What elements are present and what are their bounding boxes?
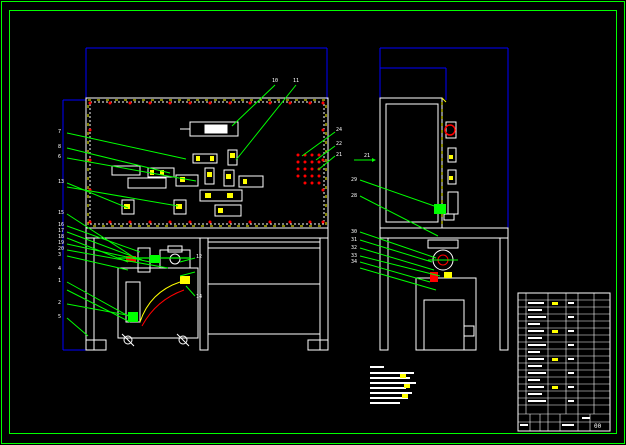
front-callout-left-1: 7 (58, 129, 61, 135)
front-callout-top-2: 11 (293, 78, 299, 84)
front-callout-right-4: 12 (196, 254, 202, 260)
front-callout-right-2: 22 (336, 141, 342, 147)
front-callout-left-7: 17 (58, 228, 64, 234)
front-callout-left-14: 2 (58, 300, 61, 306)
front-callout-left-6: 16 (58, 222, 64, 228)
side-leader-lines (359, 179, 441, 291)
panel-bolt-markers (88, 101, 325, 224)
side-callout-left-5: 32 (351, 245, 357, 251)
front-callout-left-10: 20 (58, 246, 64, 252)
side-view: 29 28 30 31 32 33 34 21 (351, 47, 509, 351)
front-callout-left-12: 4 (58, 266, 61, 272)
front-leader-lines (66, 84, 336, 337)
title-block: 00 (517, 292, 611, 432)
front-callout-right-5: 14 (196, 294, 202, 300)
front-callout-left-15: 5 (58, 314, 61, 320)
front-callout-right-1: 24 (336, 127, 342, 133)
front-pump-motor-unit (117, 245, 199, 347)
side-table-top (379, 227, 509, 239)
side-cabinet-body (415, 277, 477, 351)
side-callout-left-2: 28 (351, 193, 357, 199)
front-table-top (85, 227, 329, 239)
technical-notes (370, 366, 416, 404)
front-cabinet-drawer-upper (207, 247, 321, 285)
title-block-drawing-number: 00 (594, 423, 602, 430)
front-callout-left-4: 13 (58, 179, 64, 185)
front-callout-left-13: 1 (58, 278, 61, 284)
front-callout-right-3: 21 (336, 152, 342, 158)
side-callout-left-6: 33 (351, 253, 357, 259)
front-callout-left-9: 19 (58, 240, 64, 246)
front-view: 7 8 6 13 15 16 17 18 19 20 3 4 1 2 5 10 … (58, 47, 342, 351)
side-pump-unit (427, 239, 459, 282)
side-callout-left-7: 34 (351, 259, 357, 265)
front-callout-top-1: 10 (272, 78, 278, 84)
side-panel-profile (379, 97, 443, 229)
front-callout-left-5: 15 (58, 210, 64, 216)
indicator-grid (296, 153, 321, 185)
sheet-border-inner (9, 10, 617, 434)
front-callout-left-8: 18 (58, 234, 64, 240)
front-callout-left-11: 3 (58, 252, 61, 258)
side-callout-left-1: 29 (351, 177, 357, 183)
front-panel-inner (89, 101, 325, 225)
side-callout-right-1: 21 (364, 153, 370, 159)
front-cabinet-drawer-lower (207, 283, 321, 335)
side-callout-left-3: 30 (351, 229, 357, 235)
side-callout-left-4: 31 (351, 237, 357, 243)
front-callout-left-3: 6 (58, 154, 61, 160)
front-callout-left-2: 8 (58, 144, 61, 150)
